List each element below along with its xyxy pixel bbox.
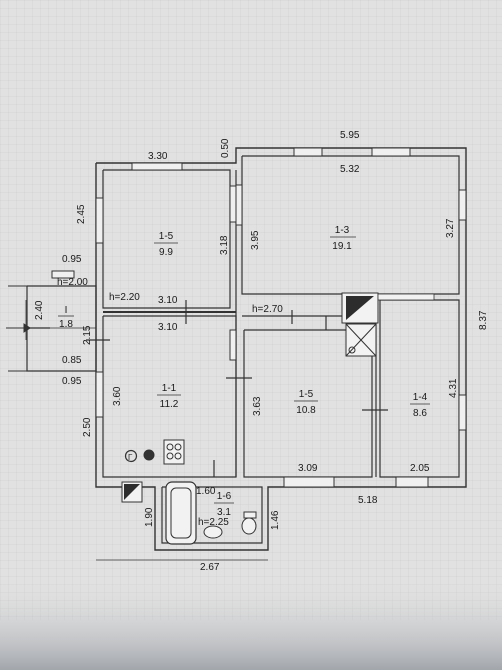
room-label-area: 19.1 — [332, 241, 352, 252]
room-label-area: 3.1 — [217, 507, 231, 518]
dim-mid-310-b: 3.10 — [158, 322, 178, 333]
room-label-name: 1-5 — [299, 389, 314, 400]
dim-bath-146: 1.46 — [270, 510, 281, 530]
dim-bath-h225: h=2.25 — [198, 517, 229, 528]
dimension-texts-vertical: 0.50 2.45 3.18 3.95 3.27 8.37 2.40 2.15 … — [34, 138, 489, 530]
room-1-3: 1-3 19.1 — [330, 225, 356, 252]
paper-shadow — [0, 580, 502, 670]
room-label-name: 1-6 — [217, 491, 232, 502]
dim-vest-240: 2.40 — [34, 300, 45, 320]
room-label-area: 9.9 — [159, 247, 173, 258]
dim-left-245: 2.45 — [76, 204, 87, 224]
dim-bath-267: 2.67 — [200, 562, 220, 573]
dim-room11-360: 3.60 — [112, 386, 123, 406]
dim-bottom-518: 5.18 — [358, 495, 378, 506]
room-1-5-b: 1-5 10.8 — [294, 389, 318, 416]
windows — [51, 147, 467, 488]
room-labels: 1-5 9.9 1-3 19.1 I 1.8 1-1 11.2 1-5 10.8… — [58, 225, 430, 518]
room-label-name: 1-1 — [162, 383, 177, 394]
room-label-area: 10.8 — [296, 405, 316, 416]
dim-room15b-363: 3.63 — [252, 396, 263, 416]
room-1-5-a: 1-5 9.9 — [154, 231, 178, 258]
room-label-area: 11.2 — [160, 399, 179, 410]
dim-bottom-205: 2.05 — [410, 463, 430, 474]
room-label-area: 8.6 — [413, 408, 427, 419]
room-1-4: 1-4 8.6 — [410, 392, 430, 419]
dim-bath-190: 1.90 — [144, 507, 155, 527]
dim-inner-top: 5.32 — [340, 164, 360, 175]
dim-h220: h=2.20 — [109, 292, 140, 303]
dim-bath-160: 1.60 — [196, 486, 216, 497]
dim-room14-431: 4.31 — [448, 378, 459, 398]
dim-mid-310-a: 3.10 — [158, 295, 178, 306]
entrance-arrow — [6, 323, 31, 333]
bath-fixtures — [165, 481, 257, 545]
room-label-name: 1-5 — [159, 231, 174, 242]
room-1-1: 1-1 11.2 — [157, 383, 181, 410]
boiler-unit — [341, 292, 435, 357]
door-marks — [27, 300, 388, 477]
room-label-name: I — [65, 305, 68, 316]
dim-bottom-309: 3.09 — [298, 463, 318, 474]
dim-vest-height: h=2.00 — [57, 277, 88, 288]
room-label-name: 1-3 — [335, 225, 350, 236]
dim-top-left-width: 3.30 — [148, 151, 168, 162]
dim-h270: h=2.70 — [252, 304, 283, 315]
room-label-area: 1.8 — [59, 319, 73, 330]
kitchen-fixtures: Г — [121, 439, 185, 503]
dim-vest-bottom: 0.95 — [62, 376, 82, 387]
room-1-6: 1-6 3.1 — [214, 491, 234, 518]
dim-room15-318: 3.18 — [219, 235, 230, 255]
dim-left-250: 2.50 — [82, 417, 93, 437]
dim-vest-top: 0.95 — [62, 254, 82, 265]
room-vestibule: I 1.8 — [58, 305, 74, 330]
dimension-texts-horizontal: 3.30 5.95 5.32 0.95 h=2.00 h=2.20 3.10 3… — [57, 130, 430, 573]
room-label-name: 1-4 — [413, 392, 428, 403]
dim-right-total-837: 8.37 — [478, 310, 489, 330]
dim-room13-395: 3.95 — [250, 230, 261, 250]
svg-text:Г: Г — [128, 453, 133, 462]
dim-vest-215: 2.15 — [82, 325, 93, 345]
dim-vest-085: 0.85 — [62, 355, 82, 366]
dim-top-right-width: 5.95 — [340, 130, 360, 141]
dim-right-327: 3.27 — [445, 218, 456, 238]
dim-wall-050: 0.50 — [220, 138, 231, 158]
